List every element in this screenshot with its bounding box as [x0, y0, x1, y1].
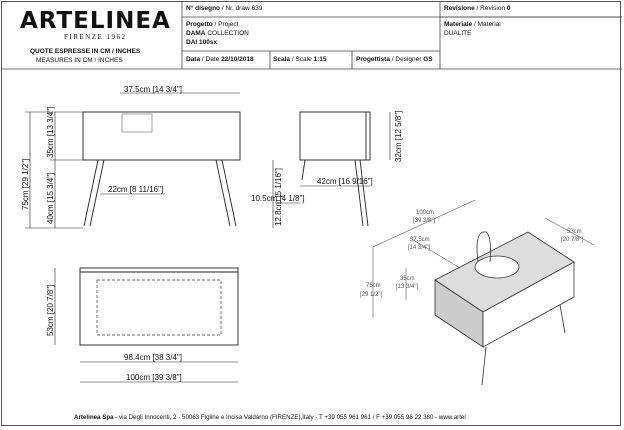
dim-side-box: 32cm [12 5/8"] [394, 111, 403, 162]
drawing-number: N° disegno / Nr. draw 639 [186, 5, 263, 12]
dim-side-offset: 10.5cm [4 1/8"] [251, 194, 305, 203]
dim-front-height: 75cm [29 1/2"] [21, 159, 30, 210]
units-it: QUOTE ESPRESSE IN CM / INCHES [30, 48, 141, 55]
brand-logo: ARTELINEA [20, 8, 171, 34]
dim-plan-width: 100cm [39 3/8"] [126, 373, 182, 382]
iso-dim-box-in: [13 3/4"] [396, 284, 418, 290]
model: DAI 100sx [186, 39, 218, 46]
iso-dim-depth: 53cm [567, 229, 582, 235]
iso-dim-basin: 37.5cm [410, 237, 430, 243]
side-view [272, 111, 391, 228]
iso-dim-basin-in: [14 3/4"] [408, 245, 430, 251]
project: Progetto / Project [186, 21, 239, 28]
plan-view [54, 267, 239, 383]
brand-subtitle: FIRENZE 1962 [64, 33, 127, 41]
iso-dim-height-in: [29 1/2"] [360, 292, 382, 298]
collection: DAMA COLLECTION [186, 30, 249, 37]
dim-front-legs: 40cm [15 3/4"] [46, 173, 55, 224]
iso-dim-width: 100cm [416, 210, 434, 216]
dim-side-depth: 42cm [16 9/16"] [317, 177, 373, 186]
material-label: Materiale / Material [444, 21, 501, 28]
iso-dim-width-in: [39 3/8"] [413, 218, 435, 224]
dim-side-leg: 12.8cm [5 1/16"] [274, 168, 283, 226]
front-view [25, 92, 241, 229]
dim-plan-depth: 53cm [20 7/8"] [46, 285, 55, 336]
footer: Artelinea Spa - via Degli Innocenti, 2 -… [74, 414, 466, 421]
scale: Scala / Scale 1:15 [273, 56, 327, 63]
isometric-view [372, 199, 595, 386]
iso-dim-depth-in: [20 7/8"] [561, 237, 583, 243]
dim-leg-span: 22cm [8 11/16"] [108, 185, 163, 194]
revision: Revisione / Revision 0 [444, 5, 511, 12]
iso-dim-box: 35cm [400, 276, 415, 282]
dim-front-width: 37.5cm [14 3/4"] [124, 85, 182, 94]
date: Data / Date 22/10/2018 [186, 56, 254, 63]
dim-front-box: 35cm [13 3/4"] [46, 107, 55, 158]
iso-dim-height: 75cm [366, 283, 381, 289]
material: DUALITE [444, 30, 472, 37]
dim-plan-inner: 98.4cm [38 3/4"] [124, 353, 182, 362]
designer: Progettista / Designer GS [356, 56, 433, 63]
units-en: MEASURES IN CM / INCHES [36, 57, 123, 64]
